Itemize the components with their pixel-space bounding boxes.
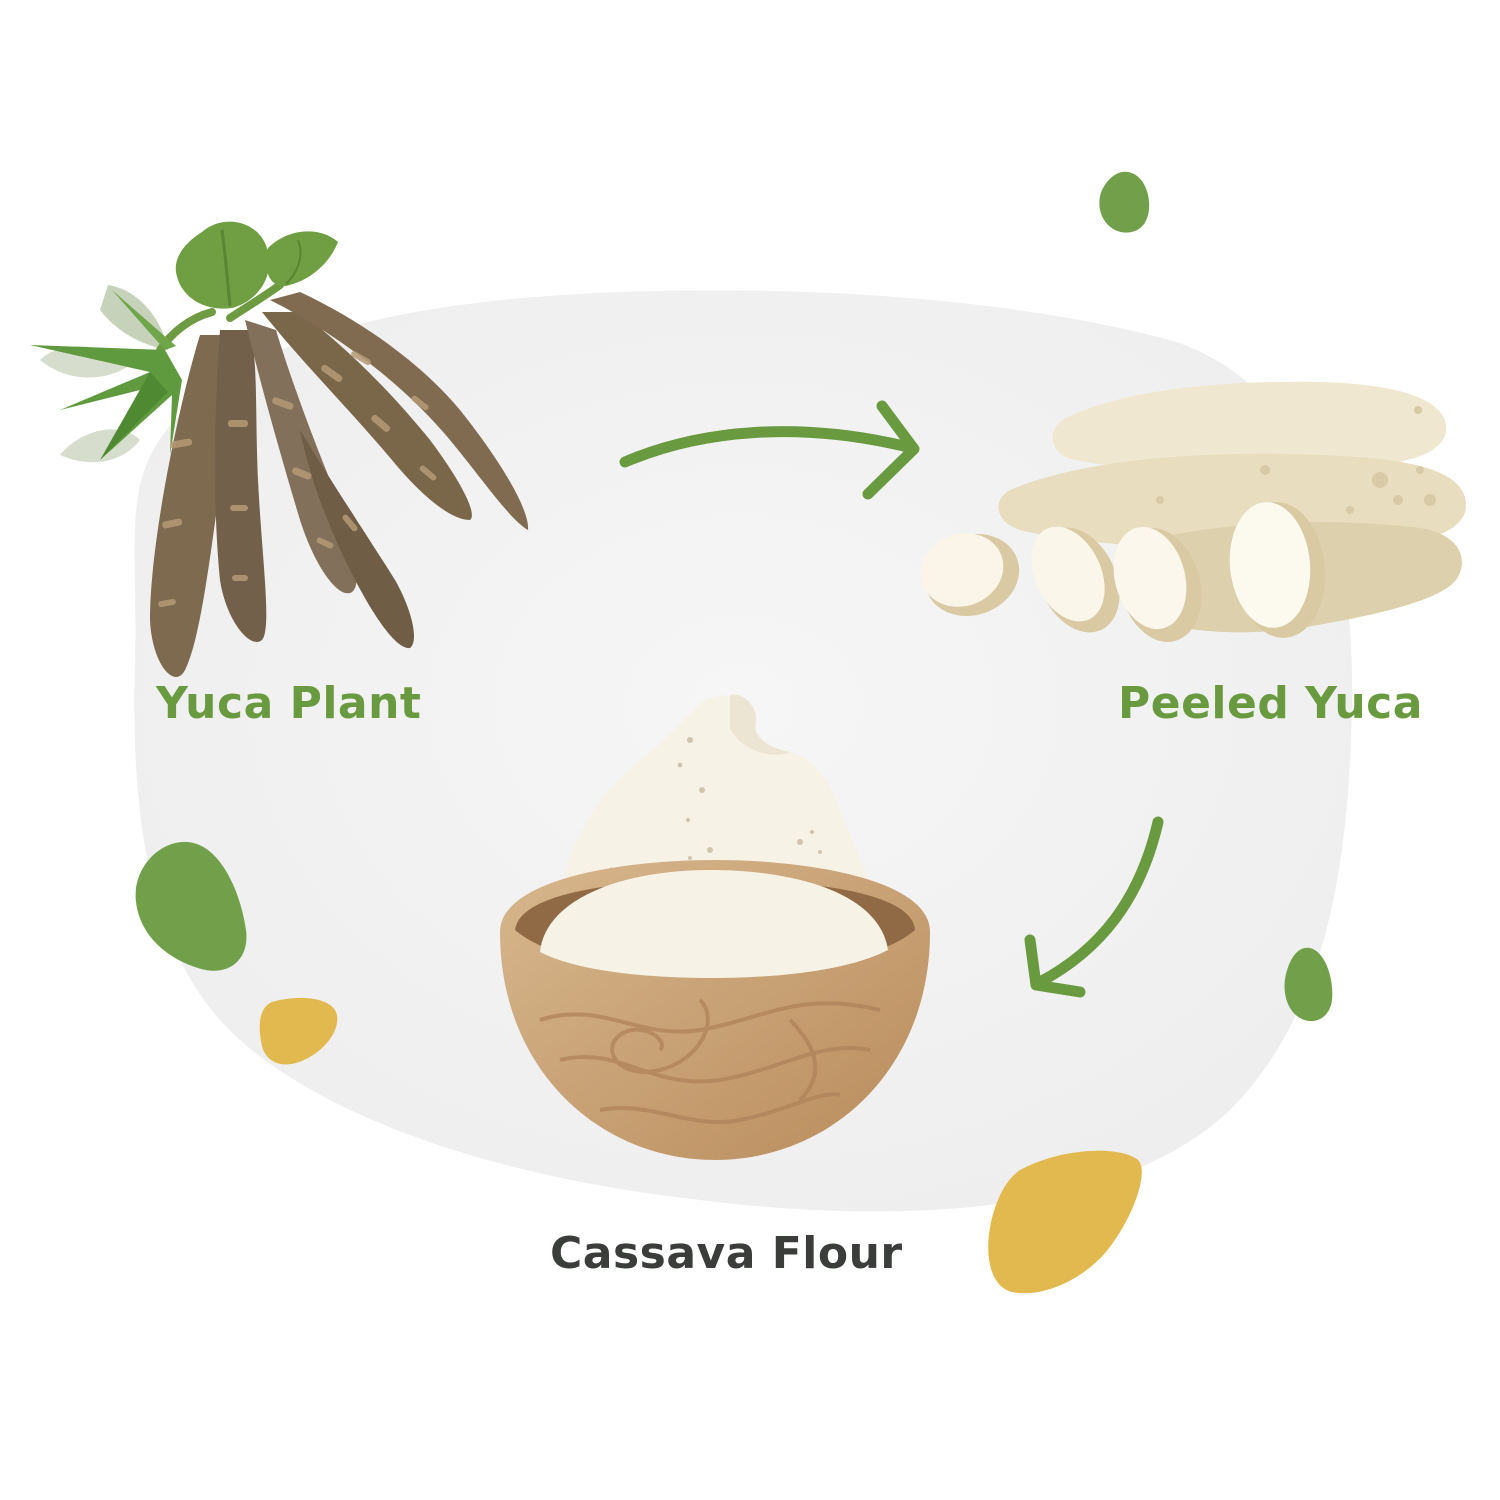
yuca-plant-illustration [30,221,529,677]
petal-yellow-bottom-right [988,1150,1142,1294]
leaf-green-left [135,841,247,971]
step-label-yuca-plant: Yuca Plant [156,678,422,729]
arrow-down-left-icon [1024,816,1164,998]
step-label-cassava-flour: Cassava Flour [550,1228,903,1279]
peeled-yuca-illustration [920,381,1466,642]
arrow-right-icon [619,400,920,500]
petal-yellow-left [259,997,338,1065]
leaf-green-right [1284,947,1333,1022]
step-label-peeled-yuca: Peeled Yuca [1118,678,1423,729]
flour-bowl-illustration [500,694,930,1160]
leaf-green-top-right [1099,171,1150,233]
